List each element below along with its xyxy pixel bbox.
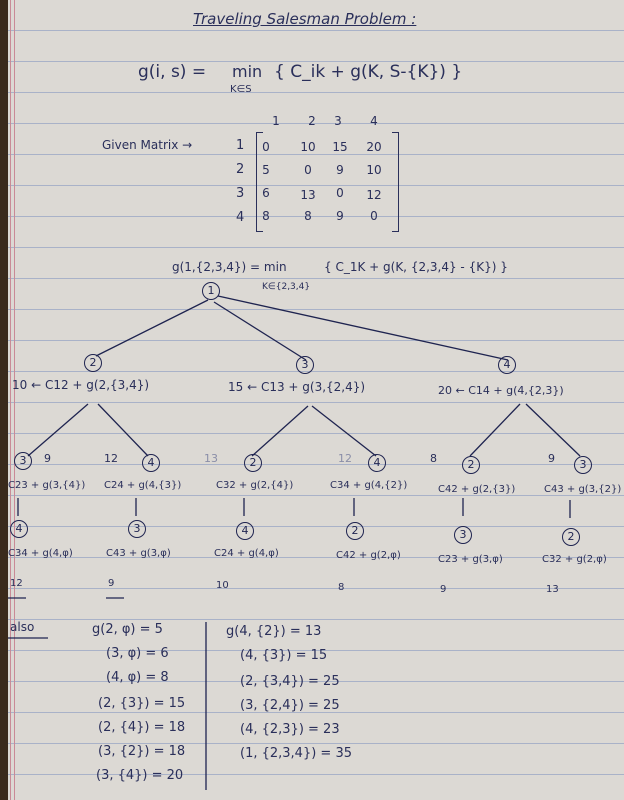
tree-node: 3: [574, 456, 592, 474]
tree-node: 3: [296, 356, 314, 374]
tree-node: 2: [562, 528, 580, 546]
tree-node-expr: 10 ← C12 + g(2,{3,4}): [12, 378, 150, 392]
tree-node-expr: C23 + g(3,{4}): [8, 480, 86, 491]
matrix-cell: 9: [336, 163, 344, 177]
tree-leaf-value: 13: [546, 584, 559, 595]
tree-node-mark: 8: [430, 452, 437, 465]
also-left-line: (3, {4}) = 20: [96, 768, 184, 783]
also-right-line: (3, {2,4}) = 25: [240, 698, 340, 713]
matrix-cell: 0: [262, 140, 270, 154]
tree-node-mark: 13: [204, 452, 218, 465]
matrix-col-header: 3: [334, 114, 342, 128]
matrix-cell: 9: [336, 209, 344, 223]
tree-leaf-calc: C24 + g(4,φ): [214, 548, 279, 559]
tree-node-expr: C34 + g(4,{2}): [330, 480, 408, 491]
tree-node: 3: [454, 526, 472, 544]
tree-node-mark: 9: [548, 452, 555, 465]
root-equation-lhs: g(1,{2,3,4}) = min: [172, 260, 287, 274]
matrix-col-header: 1: [272, 114, 280, 128]
also-right-line: (4, {3}) = 15: [240, 648, 328, 663]
tree-leaf-calc: C42 + g(2,φ): [336, 550, 401, 561]
formula-rhs: { C_ik + g(K, S-{K}) }: [274, 62, 463, 82]
matrix-bracket-right: [392, 132, 399, 232]
tree-lines: [8, 295, 581, 790]
notebook-page: Traveling Salesman Problem : g(i, s) = m…: [8, 0, 624, 800]
tree-node: 4: [368, 454, 386, 472]
matrix-cell: 6: [262, 186, 270, 200]
tree-node: 4: [142, 454, 160, 472]
tree-node: 3: [14, 452, 32, 470]
tree-node: 4: [10, 520, 28, 538]
also-left-line: (3, {2}) = 18: [98, 744, 186, 759]
page-title: Traveling Salesman Problem :: [193, 10, 417, 28]
matrix-row-header: 3: [236, 186, 245, 201]
tree-node: 2: [346, 522, 364, 540]
root-equation-rhs: { C_1K + g(K, {2,3,4} - {K}) }: [324, 260, 508, 274]
matrix-col-header: 4: [370, 114, 378, 128]
margin-line: [10, 0, 11, 800]
tree-node-expr: 15 ← C13 + g(3,{2,4}): [228, 380, 366, 394]
matrix-row-header: 1: [236, 138, 245, 153]
also-right-line: (1, {2,3,4}) = 35: [240, 746, 352, 761]
tree-node-expr: 20 ← C14 + g(4,{2,3}): [438, 384, 564, 397]
matrix-cell: 15: [332, 140, 348, 154]
tree-node-expr: C42 + g(2,{3}): [438, 484, 516, 495]
matrix-cell: 8: [304, 209, 312, 223]
matrix-cell: 10: [300, 140, 316, 154]
also-left-line: (2, {4}) = 18: [98, 720, 186, 735]
matrix-cell: 10: [366, 163, 382, 177]
also-right-line: (4, {2,3}) = 23: [240, 722, 340, 737]
matrix-cell: 0: [336, 186, 344, 200]
tree-node: 2: [84, 354, 102, 372]
tree-leaf-calc: C34 + g(4,φ): [8, 548, 73, 559]
matrix-col-header: 2: [308, 114, 316, 128]
also-left-line: g(2, φ) = 5: [92, 622, 163, 637]
matrix-cell: 5: [262, 163, 270, 177]
matrix-cell: 12: [366, 188, 382, 202]
tree-node: 2: [244, 454, 262, 472]
root-equation-sub: K∈{2,3,4}: [262, 282, 311, 292]
tree-leaf-value: 9: [440, 584, 447, 595]
formula-lhs: g(i, s) =: [138, 62, 207, 82]
matrix-label: Given Matrix →: [102, 138, 193, 152]
also-right-line: (2, {3,4}) = 25: [240, 674, 340, 689]
also-left-line: (4, φ) = 8: [106, 670, 169, 685]
matrix-cell: 20: [366, 140, 382, 154]
tree-node-mark: 9: [44, 452, 51, 465]
also-label: also: [10, 620, 35, 634]
tree-node: 4: [498, 356, 516, 374]
margin-line: [14, 0, 15, 800]
tree-leaf-value: 10: [216, 580, 229, 591]
tree-node-expr: C32 + g(2,{4}): [216, 480, 294, 491]
matrix-row-header: 4: [236, 210, 245, 225]
tree-node-mark: 12: [338, 452, 352, 465]
tree-node-expr: C24 + g(4,{3}): [104, 480, 182, 491]
tree-leaf-value: 9: [108, 578, 115, 589]
also-left-line: (3, φ) = 6: [106, 646, 169, 661]
formula-sub: K∈S: [230, 84, 252, 95]
also-right-line: g(4, {2}) = 13: [226, 624, 322, 639]
tree-node: 2: [462, 456, 480, 474]
formula-min: min: [232, 62, 263, 81]
tree-leaf-calc: C23 + g(3,φ): [438, 554, 503, 565]
matrix-cell: 0: [304, 163, 312, 177]
matrix-row-header: 2: [236, 162, 245, 177]
tree-node: 3: [128, 520, 146, 538]
tree-node: 4: [236, 522, 254, 540]
tree-leaf-calc: C43 + g(3,φ): [106, 548, 171, 559]
matrix-cell: 0: [370, 209, 378, 223]
matrix-cell: 8: [262, 209, 270, 223]
tree-root-node: 1: [202, 282, 220, 300]
also-left-line: (2, {3}) = 15: [98, 696, 186, 711]
matrix-cell: 13: [300, 188, 316, 202]
tree-leaf-value: 12: [10, 578, 23, 589]
tree-node-expr: C43 + g(3,{2}): [544, 484, 622, 495]
tree-node-mark: 12: [104, 452, 118, 465]
tree-leaf-value: 8: [338, 582, 345, 593]
tree-leaf-calc: C32 + g(2,φ): [542, 554, 607, 565]
matrix-bracket-left: [256, 132, 263, 232]
